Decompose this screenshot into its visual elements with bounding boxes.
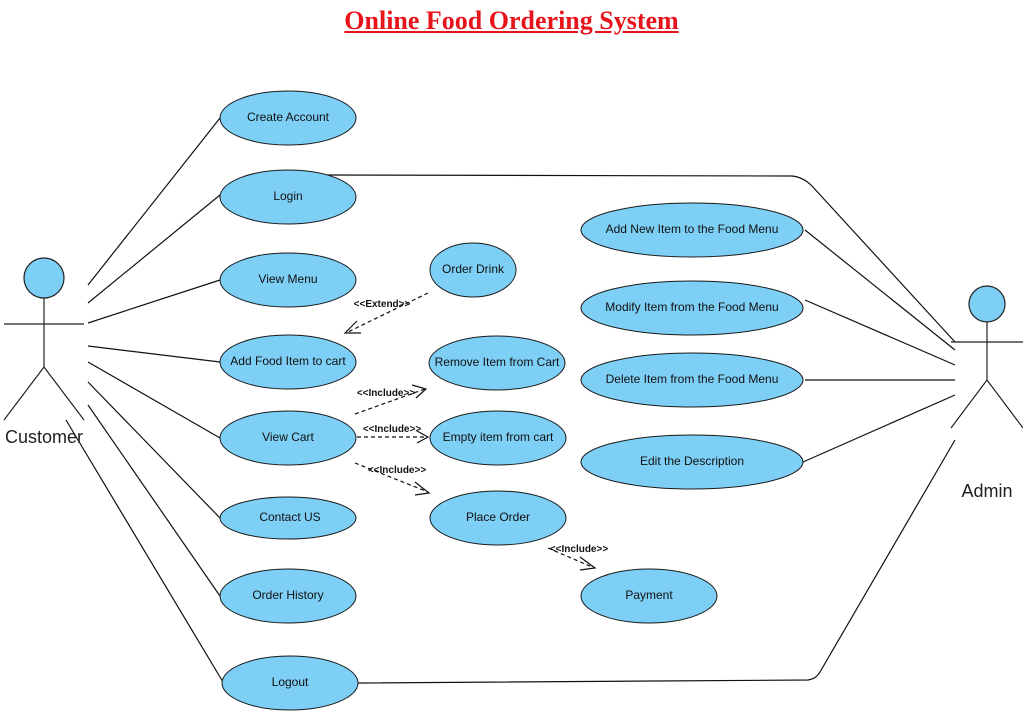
include-empty-label: <<Include>> xyxy=(363,424,422,435)
customer-label: Customer xyxy=(5,427,83,447)
admin-associations xyxy=(324,174,956,684)
include-payment-line xyxy=(547,547,593,568)
assoc-customer-contact-us xyxy=(87,381,221,519)
assoc-customer-view-cart xyxy=(87,361,221,439)
include-empty-arrowhead xyxy=(416,430,430,444)
customer-associations xyxy=(65,117,224,683)
include-remove-line xyxy=(354,388,426,415)
assoc-admin-login xyxy=(324,174,956,343)
assoc-customer-create-account xyxy=(87,117,221,286)
assoc-customer-order-history xyxy=(87,404,221,597)
use-case-view-cart[interactable]: View Cart xyxy=(219,410,357,466)
use-case-login[interactable]: Login xyxy=(219,169,357,225)
use-case-delete-item[interactable]: Delete Item from the Food Menu xyxy=(580,352,804,408)
include-remove-label: <<Include>> xyxy=(357,388,416,399)
use-case-view-menu-label: View Menu xyxy=(258,272,317,286)
extend-arrowhead xyxy=(343,320,361,334)
assoc-admin-add-new-item xyxy=(804,229,956,351)
use-case-empty-item-label: Empty item from cart xyxy=(443,430,554,444)
include-payment-arrowhead xyxy=(579,556,597,571)
use-case-delete-item-label: Delete Item from the Food Menu xyxy=(606,372,779,386)
customer-actor[interactable]: Customer xyxy=(3,257,85,447)
use-case-payment[interactable]: Payment xyxy=(580,568,718,624)
diagram-title: Online Food Ordering System xyxy=(344,6,679,35)
extend-arrow-line xyxy=(347,292,429,333)
use-case-login-label: Login xyxy=(273,189,302,203)
use-case-add-new-item-label: Add New Item to the Food Menu xyxy=(606,222,779,236)
extend-label: <<Extend>> xyxy=(354,299,411,310)
use-case-view-cart-label: View Cart xyxy=(262,430,314,444)
use-case-logout[interactable]: Logout xyxy=(221,655,359,711)
admin-head-icon xyxy=(968,285,1006,323)
include-place-arrowhead xyxy=(414,481,431,496)
assoc-admin-modify-item xyxy=(804,299,956,366)
include-payment-label: <<Include>> xyxy=(550,544,609,555)
use-case-order-drink-label: Order Drink xyxy=(442,262,505,276)
use-case-place-order-label: Place Order xyxy=(466,510,530,524)
use-case-create-account[interactable]: Create Account xyxy=(219,90,357,146)
use-case-empty-item[interactable]: Empty item from cart xyxy=(429,410,567,466)
use-case-contact-us-label: Contact US xyxy=(259,510,320,524)
admin-label: Admin xyxy=(961,481,1012,501)
assoc-customer-add-food xyxy=(87,345,221,363)
assoc-customer-logout xyxy=(65,419,224,683)
use-case-order-history[interactable]: Order History xyxy=(219,568,357,624)
assoc-admin-logout xyxy=(357,439,956,684)
use-case-edit-description-label: Edit the Description xyxy=(640,454,744,468)
use-case-add-new-item[interactable]: Add New Item to the Food Menu xyxy=(580,202,804,258)
assoc-customer-login xyxy=(87,194,221,304)
use-case-place-order[interactable]: Place Order xyxy=(429,490,567,546)
admin-actor[interactable]: Admin xyxy=(950,285,1023,501)
use-case-create-account-label: Create Account xyxy=(247,110,330,124)
customer-head-icon xyxy=(23,257,65,299)
dependencies: <<Extend>> <<Include>> <<Include>> <<Inc… xyxy=(343,292,609,571)
use-case-contact-us[interactable]: Contact US xyxy=(219,496,357,540)
use-case-remove-item-label: Remove Item from Cart xyxy=(435,355,560,369)
use-case-order-drink[interactable]: Order Drink xyxy=(429,242,517,298)
assoc-customer-view-menu xyxy=(87,279,221,324)
use-case-add-food-item[interactable]: Add Food Item to cart xyxy=(219,334,357,390)
use-case-edit-description[interactable]: Edit the Description xyxy=(580,434,804,490)
use-case-logout-label: Logout xyxy=(272,675,309,689)
use-case-modify-item-label: Modify Item from the Food Menu xyxy=(605,300,778,314)
include-place-label: <<Include>> xyxy=(368,465,427,476)
assoc-admin-edit-description xyxy=(802,394,956,463)
use-case-order-history-label: Order History xyxy=(252,588,323,602)
use-case-remove-item[interactable]: Remove Item from Cart xyxy=(428,335,566,391)
use-case-payment-label: Payment xyxy=(625,588,673,602)
include-place-line xyxy=(354,462,429,493)
use-case-add-food-item-label: Add Food Item to cart xyxy=(230,354,346,368)
use-case-modify-item[interactable]: Modify Item from the Food Menu xyxy=(580,280,804,336)
include-remove-arrowhead xyxy=(411,384,428,399)
use-case-view-menu[interactable]: View Menu xyxy=(219,252,357,308)
